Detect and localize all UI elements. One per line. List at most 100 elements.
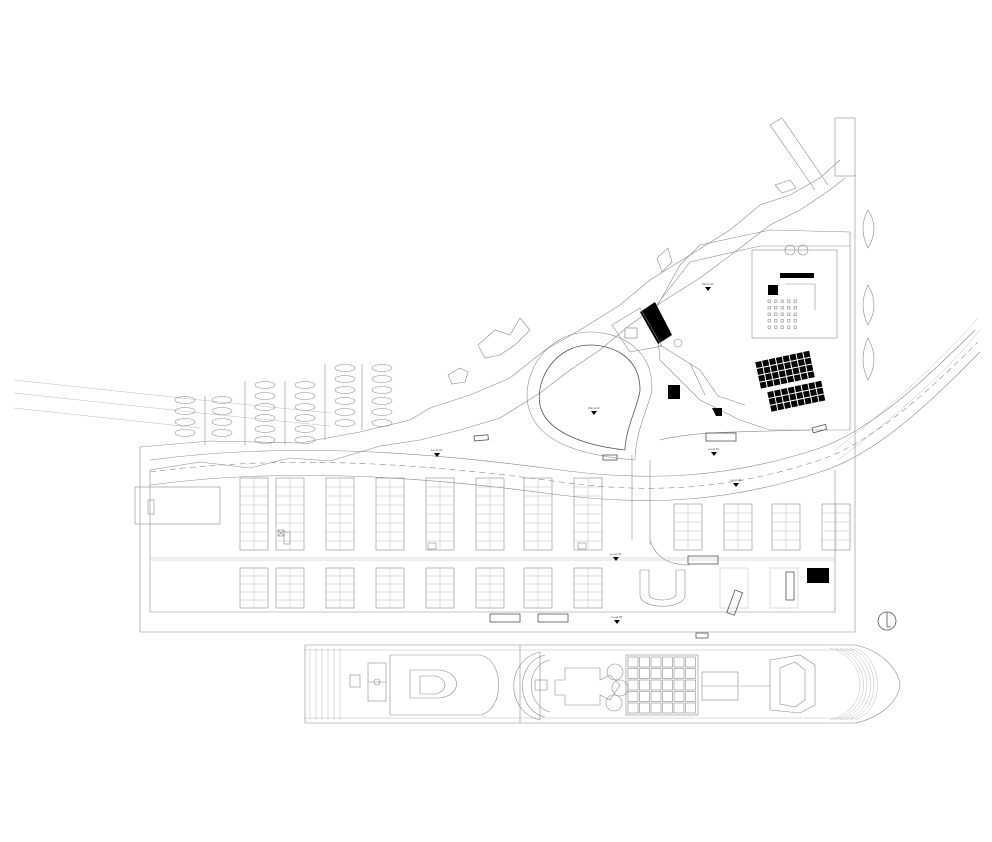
parking-markers — [277, 529, 587, 550]
vehicle — [726, 589, 744, 616]
deck-cell — [673, 656, 685, 668]
solar-cell — [787, 385, 796, 395]
boat — [254, 381, 276, 389]
east-boats — [862, 209, 875, 381]
solar-cell — [769, 364, 779, 373]
elevation-marker-icon — [705, 287, 711, 291]
coastline-inner — [149, 177, 846, 471]
loop-road — [526, 331, 691, 566]
grid-dot — [787, 312, 791, 316]
deck-cell — [673, 668, 685, 679]
solar-cell — [764, 372, 773, 381]
grid-dot — [767, 312, 771, 316]
grid-dot — [767, 306, 771, 310]
boat — [174, 407, 196, 415]
solar-panel-group — [766, 380, 826, 413]
solar-cell — [757, 374, 766, 383]
deck-cell — [662, 691, 673, 702]
coastline — [139, 159, 841, 448]
solar-cell — [816, 387, 825, 396]
ship-bow-line — [839, 647, 868, 721]
block-building — [611, 302, 722, 416]
parking-bay — [769, 567, 799, 609]
elevation-marker-icon — [591, 411, 597, 415]
deck-cell — [662, 668, 673, 679]
solar-cell — [768, 357, 777, 366]
grid-dot — [767, 319, 771, 323]
boat — [211, 396, 233, 404]
vehicle — [602, 454, 618, 461]
solar-cell — [781, 394, 791, 403]
vehicle — [489, 613, 521, 623]
boat — [294, 436, 316, 444]
grid-dot — [767, 299, 771, 303]
deck-cell — [639, 691, 650, 702]
solar-cell — [795, 391, 804, 400]
solar-cell — [809, 388, 818, 397]
ship-bow-line — [834, 647, 864, 721]
deck-cell — [627, 702, 639, 714]
elevation-marker-icon — [733, 483, 739, 487]
deck-cell — [650, 679, 662, 691]
solar-cell — [804, 357, 813, 366]
boat — [334, 408, 356, 416]
deck-cell — [627, 679, 639, 691]
boat — [174, 418, 196, 426]
grid-dot — [787, 319, 791, 323]
grid-dot — [774, 306, 778, 310]
grid-dot — [767, 325, 771, 329]
solar-cell — [802, 350, 811, 359]
solar-cell — [782, 354, 791, 363]
solar-cell — [756, 367, 765, 376]
boat — [294, 381, 316, 389]
solar-cell — [807, 381, 817, 390]
solar-cell — [800, 383, 810, 392]
deck-cell — [639, 656, 650, 668]
deck-cell — [650, 668, 662, 679]
solar-cell — [776, 402, 785, 411]
deck-cell — [685, 656, 696, 668]
vehicle — [473, 434, 489, 442]
solar-cell — [797, 358, 806, 367]
deck-cell — [673, 679, 685, 691]
boat — [211, 407, 233, 415]
solar-cell — [766, 390, 776, 399]
ship-deck-grid — [625, 654, 699, 716]
ship-bow-line — [849, 647, 875, 721]
solar-cell — [772, 377, 782, 387]
boat — [371, 419, 393, 427]
grid-dot — [780, 319, 784, 323]
solar-cell — [810, 395, 819, 404]
solar-cell — [754, 360, 764, 369]
rail-east — [834, 317, 981, 461]
deck-cell — [662, 702, 673, 714]
vehicle — [785, 571, 795, 601]
ship-bow-line — [829, 647, 861, 721]
ship-bow-line — [854, 647, 878, 721]
grid-dot — [780, 299, 784, 303]
deck-cell — [639, 702, 650, 714]
label-lot-a: Level 04 — [610, 552, 622, 556]
solar-cell — [783, 401, 792, 410]
road-ring — [644, 245, 850, 321]
vehicle — [537, 613, 569, 623]
solar-cell — [790, 359, 799, 369]
boat — [371, 375, 393, 383]
grid-dot — [780, 312, 784, 316]
solar-cell — [806, 370, 816, 380]
solar-cell — [814, 380, 823, 389]
boat — [254, 414, 276, 422]
vehicle — [705, 432, 737, 442]
grid-dot — [780, 306, 784, 310]
deck-cell — [673, 691, 685, 702]
deck-cell — [627, 668, 639, 679]
solar-cell — [794, 384, 803, 393]
solar-cell — [800, 372, 809, 381]
grid-dot — [793, 299, 797, 303]
main-road — [149, 329, 981, 501]
grid-dot — [787, 325, 791, 329]
solar-cell — [803, 396, 813, 406]
deck-cell — [662, 679, 673, 691]
marina-boats — [174, 364, 393, 445]
label-road-mid: Level 01 — [431, 448, 443, 452]
